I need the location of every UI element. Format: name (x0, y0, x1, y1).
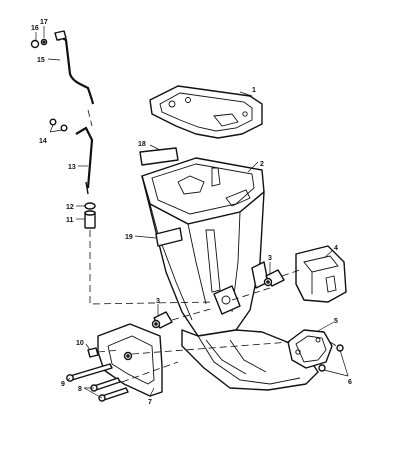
pins-14 (49, 118, 68, 132)
bolt-9 (66, 363, 113, 382)
callout-2: 2 (260, 161, 264, 168)
callout-8: 8 (78, 386, 82, 393)
callout-11: 11 (66, 217, 74, 224)
rubber-mount-3-lower (151, 311, 173, 329)
callout-6: 6 (348, 379, 352, 386)
washer-12 (84, 202, 96, 210)
bushing-11 (84, 210, 96, 229)
callout-15: 15 (37, 57, 45, 64)
bracket-4 (295, 245, 347, 303)
callout-1: 1 (252, 87, 256, 94)
callout-7: 7 (148, 399, 152, 406)
callout-13: 13 (68, 164, 76, 171)
callout-9: 9 (61, 381, 65, 388)
callout-10: 10 (76, 340, 84, 347)
leader-lines (35, 26, 349, 399)
shift-rod-13 (75, 126, 94, 195)
callout-3-upper: 3 (268, 255, 272, 262)
callout-18: 18 (138, 141, 146, 148)
assembly-lines (87, 109, 341, 383)
cover-5 (287, 329, 333, 369)
callout-3-lower: 3 (156, 298, 160, 305)
callout-5: 5 (334, 318, 338, 325)
decal-18 (139, 147, 179, 166)
nut-10 (87, 347, 99, 358)
decal-19 (155, 227, 183, 247)
shift-rod-assembly (30, 30, 95, 105)
callout-labels: 1 2 3 3 4 5 6 7 8 9 10 11 12 13 14 15 16… (31, 19, 352, 406)
callout-4: 4 (334, 245, 338, 252)
gasket-1 (149, 85, 263, 139)
callout-19: 19 (125, 234, 133, 241)
bracket-7 (97, 323, 163, 397)
drive-shaft-housing-2 (141, 157, 319, 391)
callout-16: 16 (31, 25, 39, 32)
callout-14: 14 (39, 138, 47, 145)
callout-17: 17 (40, 19, 48, 26)
rubber-mount-3-upper (263, 269, 285, 287)
callout-12: 12 (66, 204, 74, 211)
nut-16 (30, 39, 40, 49)
